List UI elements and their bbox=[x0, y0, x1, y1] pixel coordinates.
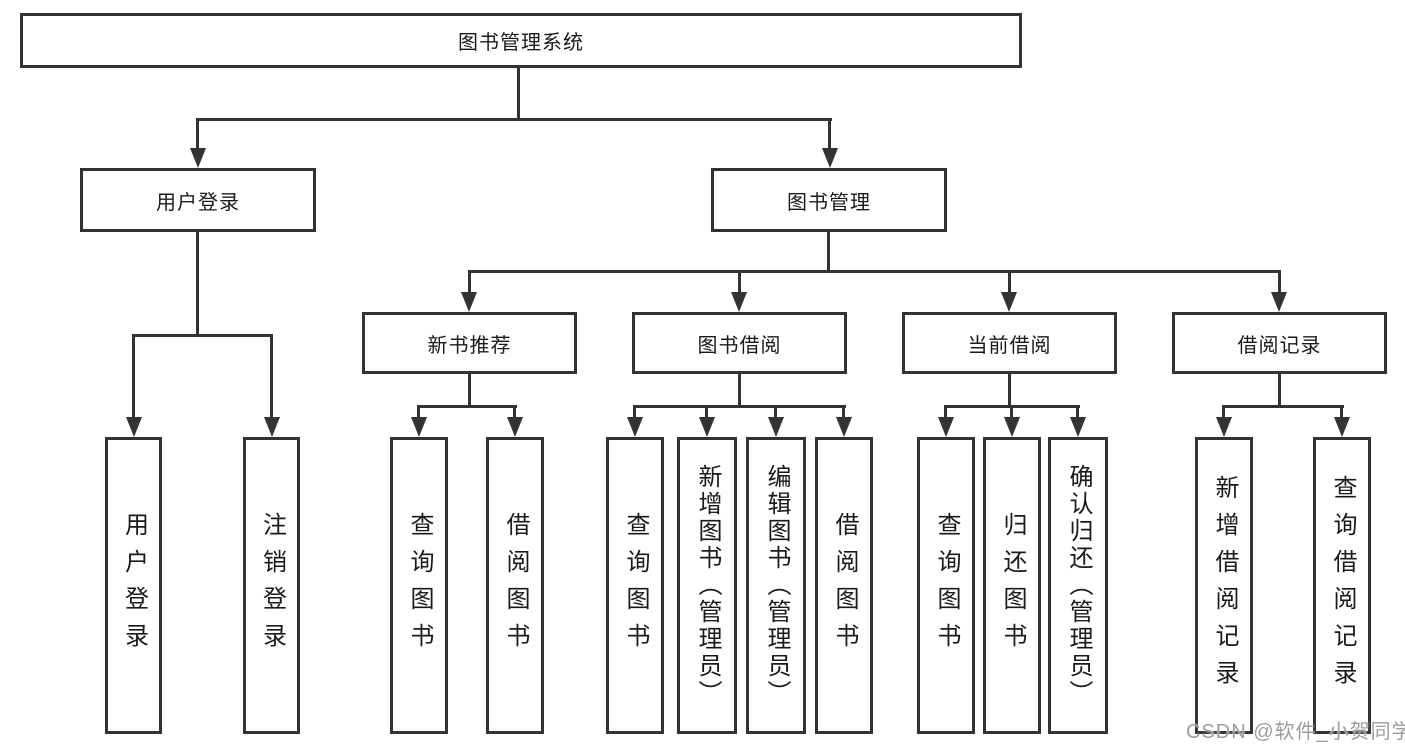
leaf-add-book-admin: 新增图书（管理员） bbox=[677, 437, 737, 734]
arrow-down-icon bbox=[836, 417, 852, 437]
leaf-label: 借阅图书 bbox=[831, 511, 858, 660]
node-new-book-recommend-label: 新书推荐 bbox=[427, 334, 512, 357]
watermark: CSDN @软件_小贺同学 bbox=[1186, 721, 1405, 743]
connector-stem bbox=[196, 118, 199, 150]
node-book-management: 图书管理 bbox=[711, 168, 947, 232]
connector-mgmt-trunk bbox=[827, 232, 830, 272]
leaf-query-books-current: 查询图书 bbox=[917, 437, 975, 734]
leaf-logout-label: 注销登录 bbox=[258, 511, 286, 660]
node-book-management-label: 图书管理 bbox=[787, 191, 871, 214]
arrow-down-icon bbox=[507, 417, 523, 437]
leaf-user-login-label: 用户登录 bbox=[120, 511, 148, 660]
leaf-query-books-recommend: 查询图书 bbox=[390, 437, 448, 734]
connector-mgmt-hbar bbox=[468, 270, 1281, 273]
leaf-return-books: 归还图书 bbox=[983, 437, 1041, 734]
arrow-down-icon bbox=[126, 417, 142, 437]
connector-groupB-hbar bbox=[633, 405, 846, 408]
leaf-user-login: 用户登录 bbox=[105, 437, 162, 734]
node-borrow-records-label: 借阅记录 bbox=[1237, 334, 1322, 357]
leaf-label: 借阅图书 bbox=[502, 511, 529, 660]
leaf-label: 查询图书 bbox=[622, 511, 649, 660]
connector-stem bbox=[944, 405, 947, 419]
connector-groupD-hbar bbox=[1222, 405, 1344, 408]
connector-stem bbox=[1278, 270, 1281, 294]
leaf-query-books-borrow: 查询图书 bbox=[606, 437, 664, 734]
node-book-borrow: 图书借阅 bbox=[632, 312, 847, 374]
node-book-borrow-label: 图书借阅 bbox=[697, 334, 782, 357]
arrow-down-icon bbox=[461, 292, 477, 312]
connector-stem bbox=[828, 118, 831, 150]
arrow-down-icon bbox=[768, 417, 784, 437]
arrow-down-icon bbox=[731, 292, 747, 312]
leaf-add-borrow-record: 新增借阅记录 bbox=[1195, 437, 1253, 734]
connector-groupA-hbar bbox=[417, 405, 517, 408]
connector-groupB-trunk bbox=[738, 374, 741, 407]
node-borrow-records: 借阅记录 bbox=[1172, 312, 1387, 374]
arrow-down-icon bbox=[1334, 417, 1350, 437]
arrow-down-icon bbox=[822, 148, 838, 168]
node-library-system: 图书管理系统 bbox=[20, 13, 1022, 68]
connector-stem bbox=[1340, 405, 1343, 419]
connector-root-trunk bbox=[517, 68, 520, 120]
node-library-system-label: 图书管理系统 bbox=[458, 32, 584, 54]
leaf-logout: 注销登录 bbox=[243, 437, 300, 734]
leaf-label: 新增图书（管理员） bbox=[694, 464, 721, 707]
connector-stem bbox=[132, 334, 135, 419]
connector-groupC-trunk bbox=[1008, 374, 1011, 407]
connector-user-hbar bbox=[132, 334, 273, 337]
leaf-label: 查询图书 bbox=[933, 511, 960, 660]
node-new-book-recommend: 新书推荐 bbox=[362, 312, 577, 374]
leaf-label: 新增借阅记录 bbox=[1211, 474, 1238, 697]
arrow-down-icon bbox=[1001, 292, 1017, 312]
arrow-down-icon bbox=[938, 417, 954, 437]
arrow-down-icon bbox=[1004, 417, 1020, 437]
connector-stem bbox=[417, 405, 420, 419]
leaf-label: 归还图书 bbox=[999, 511, 1026, 660]
arrow-down-icon bbox=[1271, 292, 1287, 312]
connector-stem bbox=[270, 334, 273, 419]
node-user-login: 用户登录 bbox=[80, 168, 316, 232]
arrow-down-icon bbox=[627, 417, 643, 437]
arrow-down-icon bbox=[1216, 417, 1232, 437]
leaf-label: 确认归还（管理员） bbox=[1065, 464, 1092, 707]
arrow-down-icon bbox=[190, 148, 206, 168]
connector-groupA-trunk bbox=[468, 374, 471, 407]
leaf-borrow-books-recommend: 借阅图书 bbox=[486, 437, 544, 734]
connector-stem bbox=[1008, 270, 1011, 294]
node-current-borrow: 当前借阅 bbox=[902, 312, 1117, 374]
leaf-edit-book-admin: 编辑图书（管理员） bbox=[746, 437, 806, 734]
connector-stem bbox=[1222, 405, 1225, 419]
connector-stem bbox=[1076, 405, 1079, 419]
arrow-down-icon bbox=[699, 417, 715, 437]
connector-stem bbox=[513, 405, 516, 419]
arrow-down-icon bbox=[411, 417, 427, 437]
connector-stem bbox=[468, 270, 471, 294]
connector-groupD-trunk bbox=[1278, 374, 1281, 407]
arrow-down-icon bbox=[1070, 417, 1086, 437]
leaf-label: 编辑图书（管理员） bbox=[763, 464, 790, 707]
leaf-query-borrow-record: 查询借阅记录 bbox=[1313, 437, 1371, 734]
leaf-label: 查询借阅记录 bbox=[1329, 474, 1356, 697]
connector-stem bbox=[842, 405, 845, 419]
leaf-borrow-books: 借阅图书 bbox=[815, 437, 873, 734]
node-user-login-label: 用户登录 bbox=[156, 191, 240, 214]
leaf-label: 查询图书 bbox=[406, 511, 433, 660]
connector-stem bbox=[774, 405, 777, 419]
connector-stem bbox=[738, 270, 741, 294]
connector-root-hbar bbox=[196, 118, 832, 121]
connector-stem bbox=[705, 405, 708, 419]
leaf-confirm-return-admin: 确认归还（管理员） bbox=[1048, 437, 1108, 734]
connector-stem bbox=[1010, 405, 1013, 419]
node-current-borrow-label: 当前借阅 bbox=[967, 334, 1052, 357]
connector-user-trunk bbox=[196, 232, 199, 336]
connector-stem bbox=[633, 405, 636, 419]
arrow-down-icon bbox=[264, 417, 280, 437]
